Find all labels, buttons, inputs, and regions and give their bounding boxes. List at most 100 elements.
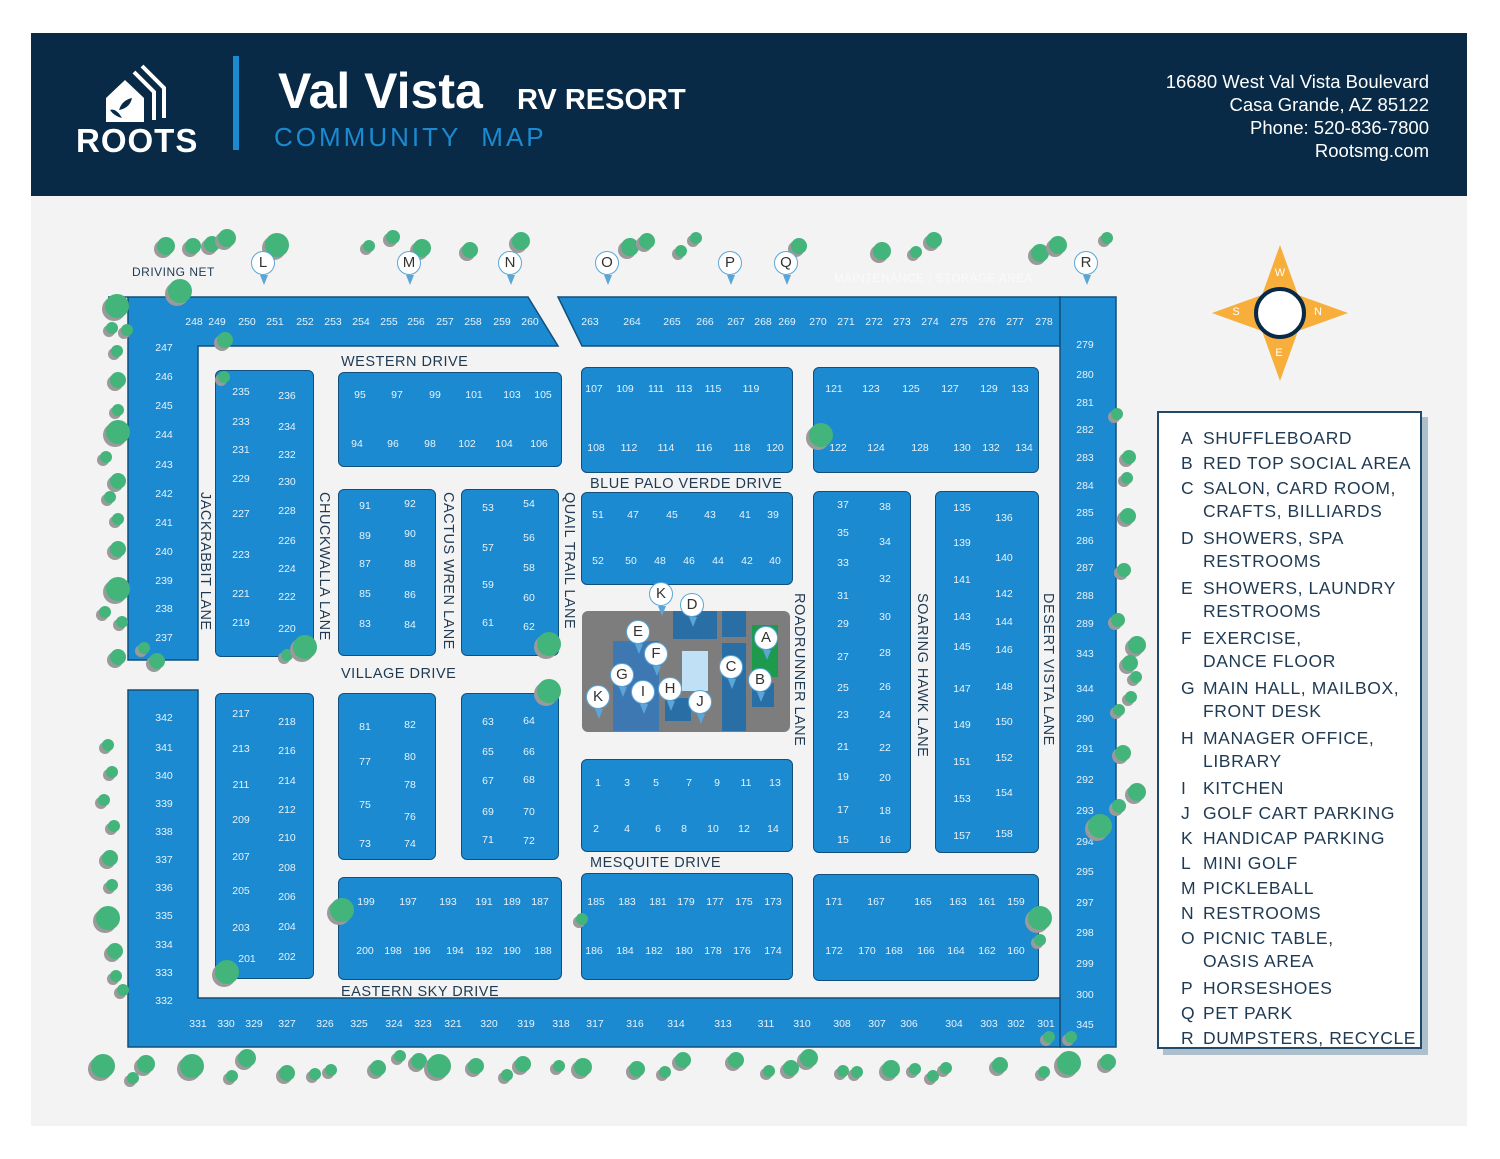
amenity-pin-m[interactable]: M	[397, 251, 421, 285]
street-mesquite-drive: MESQUITE DRIVE	[590, 855, 722, 871]
amenity-pin-g[interactable]: G	[610, 663, 634, 697]
lot-58: 58	[523, 562, 535, 574]
tree-icon	[1031, 244, 1049, 262]
amenity-pin-a[interactable]: A	[754, 626, 778, 660]
lot-233: 233	[232, 416, 250, 428]
lot-301: 301	[1037, 1018, 1055, 1030]
lot-53: 53	[482, 502, 494, 514]
lot-85: 85	[359, 588, 371, 600]
lot-47: 47	[627, 509, 639, 521]
lot-191: 191	[475, 896, 493, 908]
amenity-pin-p[interactable]: P	[718, 251, 742, 285]
tree-icon	[512, 232, 530, 250]
legend-text: RED TOP SOCIAL AREA	[1203, 453, 1412, 473]
lot-73: 73	[359, 838, 371, 850]
tree-icon	[1121, 472, 1133, 484]
amenity-pin-q[interactable]: Q	[774, 251, 798, 285]
lot-84: 84	[404, 619, 416, 631]
lot-177: 177	[706, 896, 724, 908]
tree-icon	[157, 237, 175, 255]
lot-136: 136	[995, 512, 1013, 524]
legend-key: N	[1181, 903, 1195, 923]
lot-252: 252	[296, 316, 314, 328]
address-website[interactable]: Rootsmg.com	[1314, 140, 1429, 161]
lot-28: 28	[879, 647, 891, 659]
lot-69: 69	[482, 806, 494, 818]
lot-99: 99	[429, 389, 441, 401]
lot-178: 178	[704, 945, 722, 957]
lot-227: 227	[232, 508, 250, 520]
lot-159: 159	[1007, 896, 1025, 908]
lot-216: 216	[278, 745, 296, 757]
lot-block-63	[461, 693, 559, 860]
amenity-pin-d[interactable]: D	[680, 593, 704, 627]
amenity-pin-k[interactable]: K	[586, 685, 610, 719]
legend-text: KITCHEN	[1203, 778, 1285, 798]
tree-icon	[675, 1052, 691, 1068]
amenity-pin-k[interactable]: K	[649, 582, 673, 616]
legend-text: PET PARK	[1203, 1003, 1293, 1023]
lot-249: 249	[208, 316, 226, 328]
lot-327: 327	[278, 1018, 296, 1030]
tree-icon	[217, 332, 233, 348]
lot-141: 141	[953, 574, 971, 586]
lot-block-171	[813, 874, 1039, 981]
address-street: 16680 West Val Vista Boulevard	[1165, 71, 1429, 92]
amenity-pin-r[interactable]: R	[1074, 251, 1098, 285]
tree-icon	[106, 577, 130, 601]
lot-238: 238	[155, 603, 173, 615]
amenity-pin-o[interactable]: O	[595, 251, 619, 285]
amenity-pin-e[interactable]: E	[626, 620, 650, 654]
lot-281: 281	[1076, 397, 1094, 409]
amenity-pin-f[interactable]: F	[644, 642, 668, 676]
lot-17: 17	[837, 804, 849, 816]
lot-54: 54	[523, 498, 535, 510]
lot-331: 331	[189, 1018, 207, 1030]
amenity-pin-i[interactable]: I	[631, 680, 655, 714]
lot-52: 52	[592, 555, 604, 567]
lot-285: 285	[1076, 507, 1094, 519]
amenity-pin-b[interactable]: B	[748, 668, 772, 702]
lot-60: 60	[523, 592, 535, 604]
amenity-pin-c[interactable]: C	[719, 655, 743, 689]
lot-183: 183	[618, 896, 636, 908]
tree-icon	[204, 236, 220, 252]
legend-text: MANAGER OFFICE, LIBRARY	[1203, 728, 1375, 771]
amenity-pin-j[interactable]: J	[688, 690, 712, 724]
lot-272: 272	[865, 316, 883, 328]
legend-text: SALON, CARD ROOM, CRAFTS, BILLIARDS	[1203, 478, 1397, 521]
lot-189: 189	[503, 896, 521, 908]
legend-text: DUMPSTERS, RECYCLE	[1203, 1028, 1417, 1048]
street-soaring-hawk-lane: SOARING HAWK LANE	[914, 593, 930, 758]
lot-127: 127	[941, 383, 959, 395]
lot-92: 92	[404, 498, 416, 510]
lot-239: 239	[155, 575, 173, 587]
amenity-pin-n[interactable]: N	[498, 251, 522, 285]
lot-147: 147	[953, 683, 971, 695]
address-phone[interactable]: Phone: 520-836-7800	[1250, 117, 1429, 138]
lot-187: 187	[531, 896, 549, 908]
tree-icon	[105, 294, 129, 318]
lot-96: 96	[387, 438, 399, 450]
lot-267: 267	[727, 316, 745, 328]
lot-260: 260	[521, 316, 539, 328]
lot-320: 320	[480, 1018, 498, 1030]
lot-264: 264	[623, 316, 641, 328]
lot-259: 259	[493, 316, 511, 328]
lot-34: 34	[879, 536, 891, 548]
lot-44: 44	[712, 555, 724, 567]
lot-166: 166	[917, 945, 935, 957]
tree-icon	[121, 324, 133, 336]
lot-224: 224	[278, 563, 296, 575]
tree-icon	[107, 943, 123, 959]
tree-icon	[281, 649, 293, 661]
tree-icon	[99, 606, 111, 618]
amenity-pin-l[interactable]: L	[251, 251, 275, 285]
amenity-pin-h[interactable]: H	[658, 677, 682, 711]
tree-icon	[837, 1065, 849, 1077]
tree-icon	[91, 1054, 115, 1078]
lot-308: 308	[833, 1018, 851, 1030]
